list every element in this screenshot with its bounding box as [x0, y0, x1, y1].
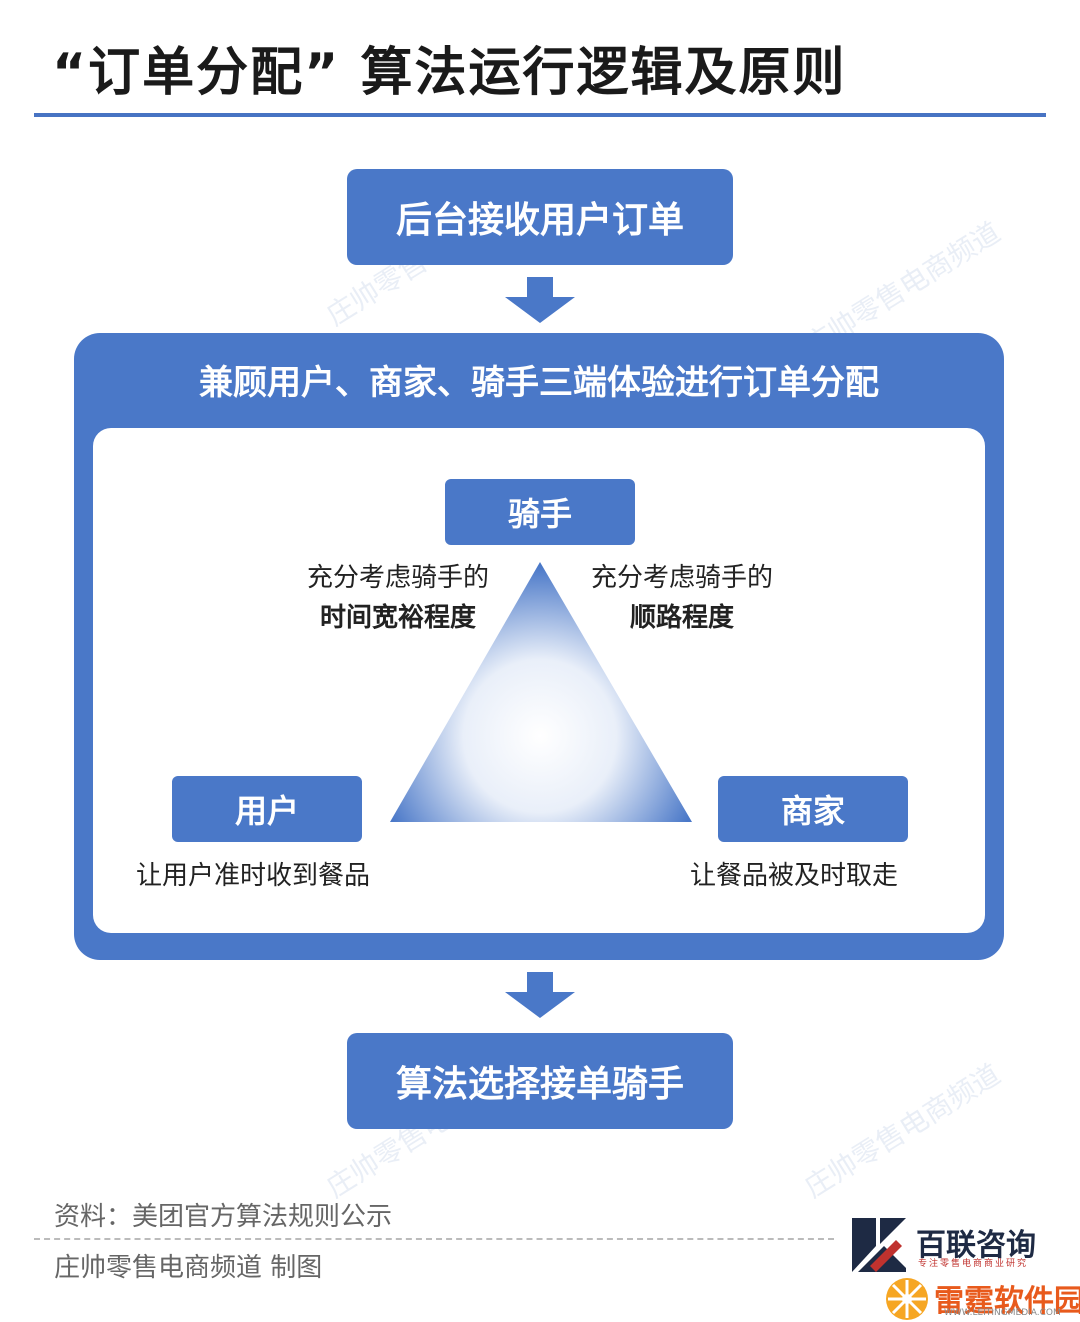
- down-arrow-icon: [505, 277, 575, 323]
- note-emphasis: 时间宽裕程度: [319, 603, 476, 633]
- watermark: 庄帅零售电商频道: [798, 1057, 1007, 1205]
- footer-divider: [34, 1238, 834, 1240]
- title-underline: [34, 113, 1046, 117]
- rider-box: 骑手: [445, 479, 635, 545]
- merchant-box: 商家: [718, 776, 908, 842]
- user-description: 让用户准时收到餐品: [136, 861, 371, 891]
- down-arrow-icon: [505, 972, 575, 1018]
- bailian-logo-icon: [852, 1218, 906, 1272]
- page-title: “订单分配” 算法运行逻辑及原则: [52, 43, 847, 103]
- note-emphasis: 顺路程度: [629, 603, 734, 633]
- merchant-description: 让餐品被及时取走: [690, 861, 899, 891]
- rider-route-note: 充分考虑骑手的 顺路程度: [564, 558, 800, 638]
- step-receive-order: 后台接收用户订单: [347, 169, 733, 265]
- user-box: 用户: [172, 776, 362, 842]
- allocation-title: 兼顾用户、商家、骑手三端体验进行订单分配: [199, 363, 879, 403]
- balance-triangle: [390, 562, 692, 822]
- leiting-logo-url: WWW.LEITINGMEDIA.COM: [944, 1308, 1061, 1318]
- source-note: 资料：美团官方算法规则公示: [54, 1202, 393, 1232]
- leiting-logo-text: 雷霆软件园: [934, 1284, 1080, 1319]
- bailian-logo-tagline: 专注零售电商商业研究: [918, 1259, 1029, 1269]
- leiting-logo-icon: [886, 1278, 928, 1320]
- step-select-rider: 算法选择接单骑手: [347, 1033, 733, 1129]
- note-line: 充分考虑骑手的: [590, 563, 773, 593]
- rider-time-note: 充分考虑骑手的 时间宽裕程度: [280, 558, 516, 638]
- bailian-logo-text: 百联咨询: [916, 1228, 1036, 1263]
- note-line: 充分考虑骑手的: [306, 563, 489, 593]
- maker-note: 庄帅零售电商频道 制图: [54, 1253, 323, 1283]
